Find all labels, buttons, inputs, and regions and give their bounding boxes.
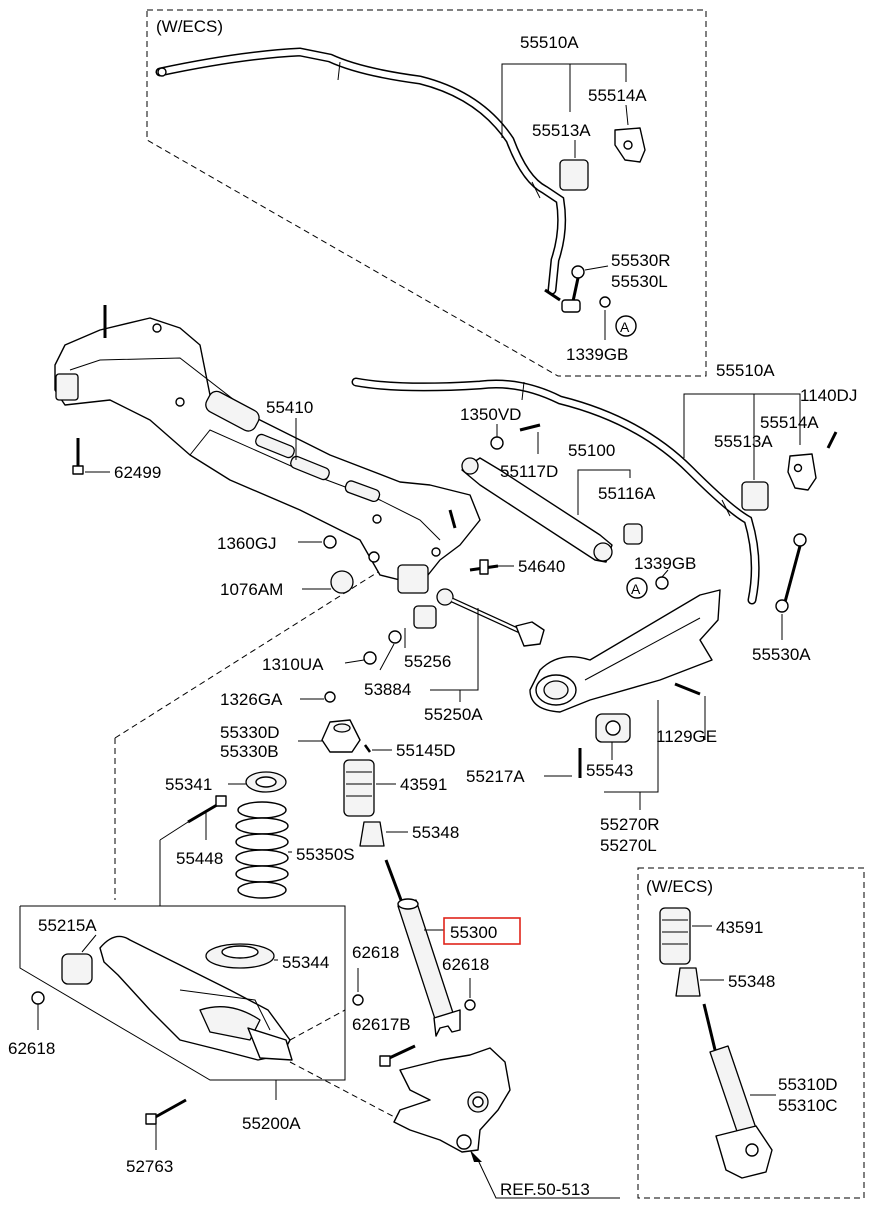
label-55200A: 55200A	[242, 1114, 301, 1133]
lower-control-arm-55270[interactable]	[529, 589, 721, 778]
label-62617B: 62617B	[352, 1015, 411, 1034]
ecs-shock-absorber-55310[interactable]	[702, 1003, 773, 1179]
nut-1360GJ[interactable]	[323, 535, 337, 549]
label-ref-50-513: REF.50-513	[500, 1180, 590, 1199]
nut-62618-left[interactable]	[31, 991, 45, 1005]
label-55543: 55543	[586, 761, 633, 780]
shock-mount-group: 1326GA 55330D 55330B 55145D 43591 55348 …	[114, 571, 459, 900]
marker-a-right-text: A	[631, 581, 641, 597]
label-55215A: 55215A	[38, 916, 97, 935]
marker-a-top-text: A	[620, 319, 630, 335]
label-62499: 62499	[114, 463, 161, 482]
ecs-shock-box-bottom: (W/ECS) 43591 55348 55310D 55310C	[637, 867, 865, 1199]
nut-1326GA[interactable]	[324, 691, 336, 703]
label-55514A-right: 55514A	[760, 413, 819, 432]
bumper-55348-ecs[interactable]	[675, 967, 701, 997]
label-55310D: 55310D	[778, 1075, 838, 1094]
label-55350S: 55350S	[296, 845, 355, 864]
label-62618-a: 62618	[352, 943, 399, 962]
label-55270R: 55270R	[600, 815, 660, 834]
label-55250A: 55250A	[424, 705, 483, 724]
label-55348-ecs: 55348	[728, 972, 775, 991]
label-1310UA: 1310UA	[262, 655, 324, 674]
label-55300: 55300	[450, 923, 497, 942]
label-55410: 55410	[266, 398, 313, 417]
label-52763: 52763	[126, 1157, 173, 1176]
label-55310C: 55310C	[778, 1096, 838, 1115]
knuckle-ref: REF.50-513	[393, 1047, 620, 1199]
label-62618-left: 62618	[8, 1039, 55, 1058]
dust-cover-43591-ecs[interactable]	[659, 907, 691, 965]
label-55116A: 55116A	[598, 484, 656, 503]
trailing-arm-box: 55215A 62618 55344 55200A 52763	[8, 821, 401, 1176]
label-54640: 54640	[518, 557, 565, 576]
stabilizer-bushing-top[interactable]	[559, 159, 589, 191]
lateral-arm-labels: 1310UA 55256 53884 55250A	[262, 608, 483, 724]
trailing-arm-55200A[interactable]	[61, 935, 293, 1061]
stabilizer-bar-top[interactable]	[155, 47, 567, 295]
label-1326GA: 1326GA	[220, 690, 283, 709]
label-55348-main: 55348	[412, 823, 459, 842]
label-1076AM: 1076AM	[220, 580, 283, 599]
label-55530A: 55530A	[752, 645, 811, 664]
lower-control-arm-labels: 1129GE 55217A 55543 55270R 55270L	[466, 696, 717, 855]
marker-a-right	[626, 577, 648, 599]
cap-1076AM[interactable]	[330, 570, 354, 594]
label-55530L: 55530L	[611, 272, 668, 291]
label-55117D: 55117D	[500, 462, 558, 481]
highlight-box-55300	[443, 917, 521, 945]
shock-absorber-labels: 55300 62618 62618 62617B	[352, 917, 521, 1067]
crossmember-labels: 55410 62499 1360GJ 1076AM	[72, 398, 354, 599]
label-55256: 55256	[404, 652, 451, 671]
rear-knuckle[interactable]	[393, 1047, 511, 1153]
label-55217A: 55217A	[466, 767, 525, 786]
label-55513A-right: 55513A	[714, 432, 773, 451]
upper-arm-labels: 1350VD 55117D 55100 55116A 54640	[460, 405, 656, 576]
label-1129GE: 1129GE	[656, 727, 717, 746]
label-1339GB-right: 1339GB	[634, 554, 696, 573]
label-55330B: 55330B	[220, 742, 279, 761]
label-53884: 53884	[364, 680, 411, 699]
label-55145D: 55145D	[396, 741, 456, 760]
label-55330D: 55330D	[220, 723, 280, 742]
bumper-55348[interactable]	[359, 821, 385, 847]
label-62618-b: 62618	[442, 955, 489, 974]
upper-arm-55100[interactable]	[461, 423, 643, 563]
label-55530R: 55530R	[611, 251, 671, 270]
stabilizer-link-top[interactable]	[571, 265, 585, 279]
ecs-stabilizer-box-top: (W/ECS) 55510A 55514A 55513A 55530R 5553…	[146, 9, 707, 377]
dust-cover-43591[interactable]	[343, 759, 375, 817]
label-55341: 55341	[165, 775, 212, 794]
label-1350VD: 1350VD	[460, 405, 521, 424]
label-55510A-top: 55510A	[520, 33, 579, 52]
wecs-label-bottom: (W/ECS)	[646, 877, 713, 896]
label-1360GJ: 1360GJ	[217, 534, 277, 553]
coil-spring-55350S[interactable]	[235, 801, 289, 899]
label-55448: 55448	[176, 849, 223, 868]
crossmember-assembly[interactable]	[54, 305, 481, 594]
bushing-55215A[interactable]	[61, 953, 93, 985]
label-55270L: 55270L	[600, 836, 657, 855]
label-43591-ecs: 43591	[716, 918, 763, 937]
label-55510A-right: 55510A	[716, 361, 775, 380]
label-55513A-top: 55513A	[532, 121, 591, 140]
label-1140DJ: 1140DJ	[800, 386, 857, 405]
label-43591-main: 43591	[400, 775, 447, 794]
label-55514A-top: 55514A	[588, 86, 647, 105]
marker-a-top	[615, 315, 637, 337]
label-1339GB-top: 1339GB	[566, 345, 628, 364]
wecs-label-top: (W/ECS)	[156, 17, 223, 36]
shock-absorber-55300[interactable]	[384, 859, 461, 1037]
label-55344: 55344	[282, 953, 329, 972]
stabilizer-right-labels: 55510A 1140DJ 55514A 55513A 1339GB A 555…	[626, 361, 857, 664]
label-55100: 55100	[568, 441, 615, 460]
stabilizer-bar-right-assembly[interactable]	[351, 377, 838, 613]
lateral-arm-55250A[interactable]	[363, 588, 545, 665]
